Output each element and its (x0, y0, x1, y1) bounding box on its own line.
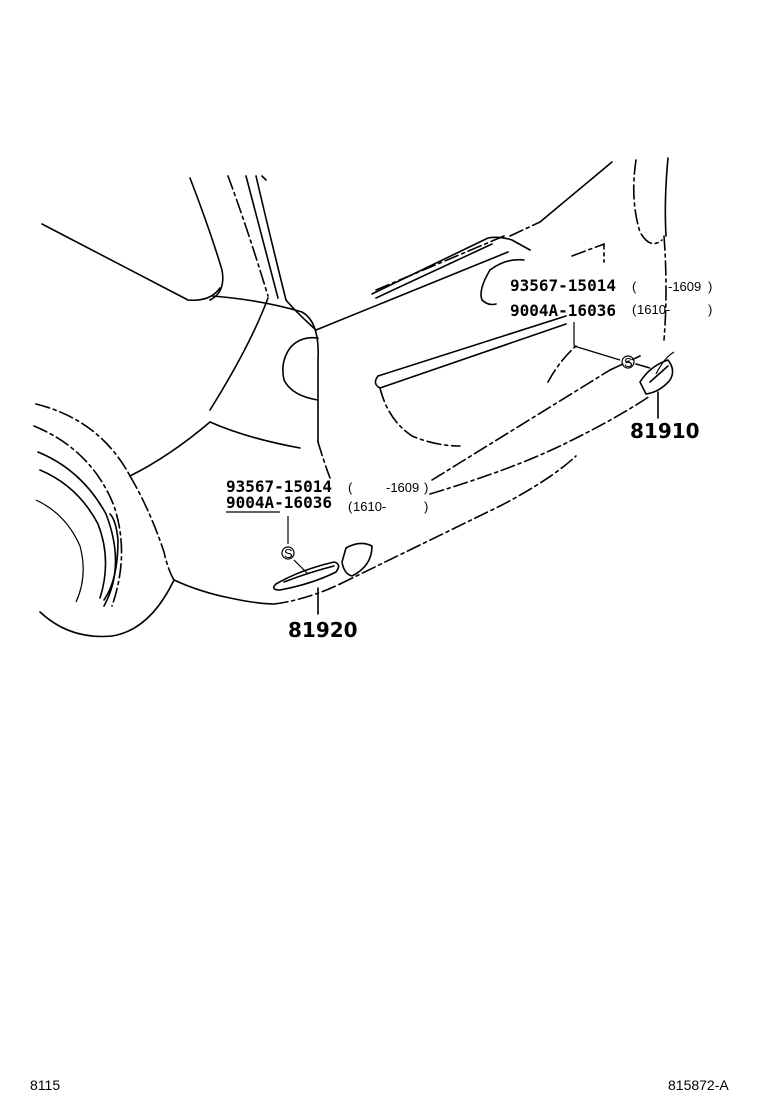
callout-upper-part-a: 93567-15014 (510, 276, 616, 295)
callout-upper-range-a: -1609 (668, 279, 701, 294)
svg-text:): ) (708, 279, 712, 294)
part-number-81920: 81920 (288, 618, 358, 642)
right-reflector-81910[interactable] (639, 351, 675, 395)
callout-upper: 93567-15014 ( -1609 ) 9004A-16036 ( 1610… (510, 276, 712, 443)
callout-upper-range-b: 1610- (637, 302, 670, 317)
callout-lower-range-b: 1610- (353, 499, 386, 514)
svg-text:): ) (708, 302, 712, 317)
footer-right-code: 815872-A (668, 1077, 729, 1093)
callout-lower-range-a: -1609 (386, 480, 419, 495)
svg-text:(: ( (348, 499, 353, 514)
left-reflector-81920[interactable] (272, 561, 340, 591)
svg-text:S: S (284, 546, 293, 561)
svg-text:S: S (624, 355, 633, 370)
callout-upper-part-b: 9004A-16036 (510, 301, 616, 320)
svg-text:): ) (424, 499, 428, 514)
screw-symbol-lower (281, 546, 295, 560)
rear-wheel (33, 403, 175, 638)
footer-left-code: 8115 (30, 1077, 60, 1093)
screw-symbol-upper (621, 355, 635, 369)
svg-text:(: ( (348, 480, 353, 495)
svg-text:(: ( (632, 279, 637, 294)
vehicle-body-outline (41, 157, 669, 605)
svg-text:(: ( (632, 302, 637, 317)
callout-lower-part-a: 93567-15014 (226, 477, 332, 496)
callout-lower: 93567-15014 ( -1609 ) 9004A-16036 ( 1610… (226, 477, 428, 642)
callout-lower-part-b: 9004A-16036 (226, 493, 332, 512)
svg-text:): ) (424, 480, 428, 495)
part-number-81910: 81910 (630, 419, 700, 443)
